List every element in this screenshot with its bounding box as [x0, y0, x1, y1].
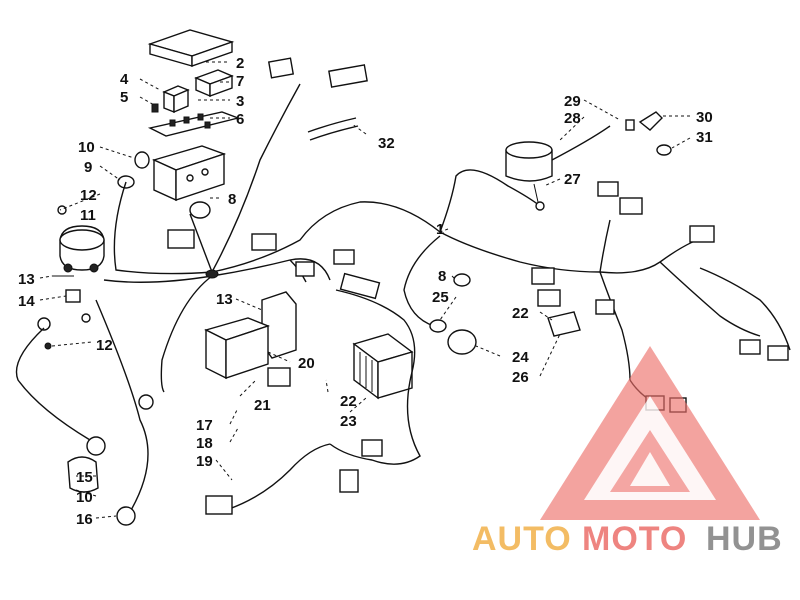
- watermark-text-moto: MOTO: [582, 520, 687, 558]
- callout-27: 27: [564, 171, 581, 188]
- leader-lines: [39, 61, 691, 519]
- callout-22-right: 22: [512, 305, 529, 322]
- callout-21: 21: [254, 397, 271, 414]
- starter-solenoid: [57, 205, 105, 273]
- callout-23: 23: [340, 413, 357, 430]
- watermark-text-hub: HUB: [706, 520, 783, 558]
- coil-screw: [533, 183, 545, 211]
- callout-28: 28: [564, 110, 581, 127]
- callout-15: 15: [76, 469, 93, 486]
- callout-17: 17: [196, 417, 213, 434]
- callout-10-top: 10: [78, 139, 95, 156]
- callout-7: 7: [236, 73, 244, 90]
- cdi-module: [204, 317, 291, 387]
- callout-13-left: 13: [18, 271, 35, 288]
- regulator-harness: [329, 272, 421, 465]
- callout-4: 4: [120, 71, 129, 88]
- callout-6: 6: [236, 111, 244, 128]
- vent-tube: [307, 117, 359, 141]
- callout-20: 20: [298, 355, 315, 372]
- callout-2: 2: [236, 55, 244, 72]
- callout-1: 1: [436, 221, 444, 238]
- callout-29: 29: [564, 93, 581, 110]
- voltage-regulator: [352, 333, 414, 400]
- callout-3: 3: [236, 93, 244, 110]
- callout-12-top: 12: [80, 187, 97, 204]
- battery-cable: [15, 299, 154, 526]
- fuse-box-cover: [147, 29, 235, 67]
- watermark-triangle-logo: [540, 346, 760, 520]
- ground-clamp: [117, 151, 150, 189]
- lower-connector-harness: [205, 443, 359, 515]
- callout-24: 24: [512, 349, 529, 366]
- callout-11: 11: [80, 207, 96, 224]
- callout-14: 14: [18, 293, 35, 310]
- callout-31: 31: [696, 129, 713, 146]
- spark-plug-cap: [625, 111, 672, 156]
- fuse-box-base: [151, 145, 227, 202]
- key-switch: [429, 319, 477, 355]
- callout-9: 9: [84, 159, 92, 176]
- callout-32: 32: [378, 135, 395, 152]
- callout-16: 16: [76, 511, 93, 528]
- callout-25: 25: [432, 289, 449, 306]
- relay-small: [151, 85, 190, 114]
- circuit-breaker-left: [189, 201, 211, 219]
- upper-connector: [267, 57, 368, 88]
- callout-26: 26: [512, 369, 529, 386]
- connector-group-right: [531, 181, 715, 315]
- main-wire-harness: [103, 83, 761, 393]
- callout-22-center: 22: [340, 393, 357, 410]
- watermark-text-auto: AUTO: [472, 520, 572, 558]
- callout-30: 30: [696, 109, 713, 126]
- callout-labels: 2 7 4 5 3 6 10 9 12 11 8 13 14 12 13 20 …: [18, 55, 713, 528]
- connector-group-center: [167, 229, 355, 277]
- mount-bracket-right: [547, 311, 581, 337]
- fuse-strip: [147, 111, 241, 137]
- callout-13-center: 13: [216, 291, 233, 308]
- relay-large: [194, 69, 234, 98]
- ignition-coil: [505, 125, 611, 182]
- callout-10-bottom: 10: [76, 489, 93, 506]
- callout-12-bottom: 12: [96, 337, 113, 354]
- terminal-boot: [67, 456, 99, 493]
- callout-19: 19: [196, 453, 213, 470]
- callout-8-right: 8: [438, 268, 446, 285]
- terminal-bolt: [37, 275, 91, 350]
- circuit-breaker-right: [453, 273, 471, 287]
- callout-5: 5: [120, 89, 128, 106]
- callout-8-left: 8: [228, 191, 236, 208]
- callout-18: 18: [196, 435, 213, 452]
- watermark: AUTO MOTO HUB: [472, 346, 783, 558]
